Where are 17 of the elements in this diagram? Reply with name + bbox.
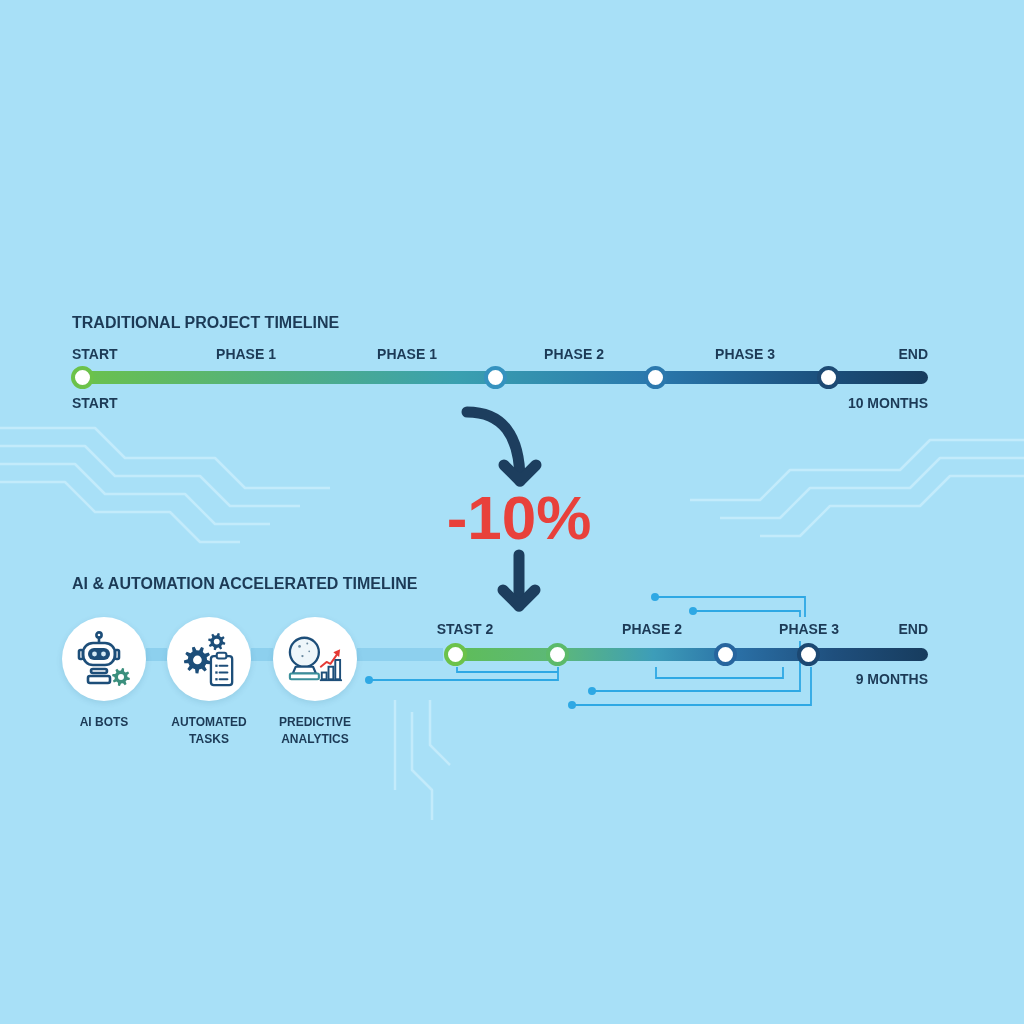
phase-label: PHASE 2 xyxy=(544,346,604,362)
phase-label: PHASE 1 xyxy=(216,346,276,362)
reduction-percentage: -10% xyxy=(446,487,592,549)
duration-label: 10 MONTHS xyxy=(847,395,928,411)
feature-label: PREDICTIVE ANALYTICS xyxy=(278,714,352,748)
feature-label: AUTOMATED TASKS xyxy=(170,714,248,748)
phase-label: PHASE 3 xyxy=(715,346,775,362)
milestone-label: END xyxy=(898,621,928,637)
phase-label: PHASE 1 xyxy=(377,346,437,362)
timeline-track xyxy=(70,366,928,389)
milestone-label: START xyxy=(72,346,118,362)
milestone-label: END xyxy=(898,346,928,362)
milestone-label: START xyxy=(72,395,118,411)
duration-label: 9 MONTHS xyxy=(855,671,928,687)
feature-label: AI BOTS xyxy=(79,714,129,731)
timeline-heading: AI & AUTOMATION ACCELERATED TIMELINE xyxy=(72,574,418,593)
timeline-heading: TRADITIONAL PROJECT TIMELINE xyxy=(72,313,340,332)
